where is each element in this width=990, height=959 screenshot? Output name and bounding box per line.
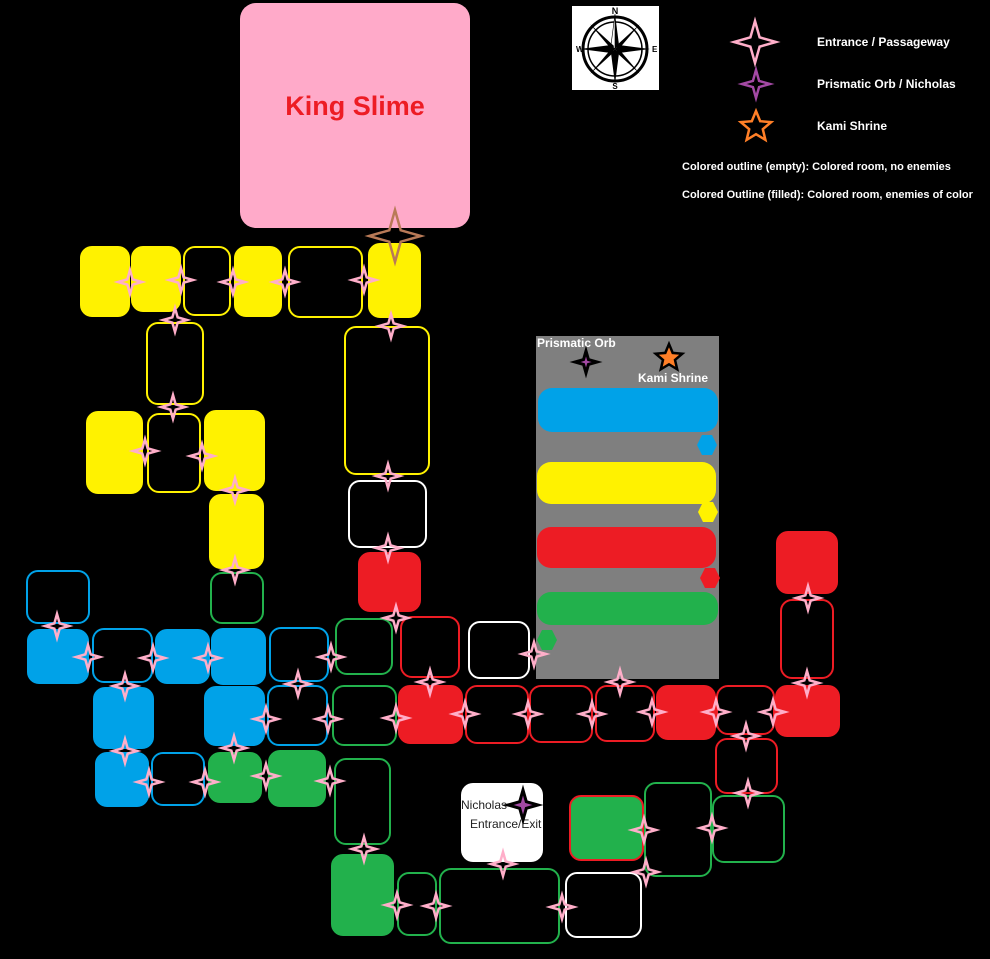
compass-n: N [612,6,619,16]
hexagon-blue-icon [697,435,717,455]
kami-shrine-label: Kami Shrine [638,371,709,385]
prismatic-orb-label: Prismatic Orb [537,336,616,350]
room-yellow-empty[interactable] [147,413,201,493]
room-blue-filled[interactable] [95,752,149,807]
compass-s: S [612,82,618,90]
room-red-filled[interactable] [358,552,421,612]
room-yellow-empty[interactable] [183,246,231,316]
room-red-empty[interactable] [595,685,655,742]
entrance-exit-label: Entrance/Exit [470,817,542,831]
room-blue-empty[interactable] [26,570,90,624]
room-red-empty[interactable] [465,685,529,744]
shrine-bar-green [537,592,718,625]
legend-note-filled: Colored Outline (filled): Colored room, … [682,189,973,201]
shrine-bar-yellow [537,462,716,504]
room-white-empty[interactable] [468,621,530,679]
room-yellow-empty[interactable] [344,326,430,475]
legend-shrine-label: Kami Shrine [817,119,888,133]
room-red-filled[interactable] [569,795,644,861]
room-green-empty[interactable] [397,872,437,936]
room-white-empty[interactable] [565,872,642,938]
room-green-empty[interactable] [334,758,391,845]
boss-label: King Slime [285,91,425,121]
room-green-filled[interactable] [331,854,394,936]
compass-rose-icon: N S W E [572,6,659,91]
room-red-empty[interactable] [715,738,778,794]
room-green-empty[interactable] [335,618,393,675]
room-green-empty[interactable] [644,782,712,877]
room-green-filled[interactable] [268,750,326,807]
room-green-empty[interactable] [712,795,785,863]
room-red-empty[interactable] [400,616,460,678]
room-green-empty[interactable] [439,868,560,944]
room-green-empty[interactable] [210,572,264,624]
hexagon-green-icon [537,630,557,650]
king-slime-boss-room[interactable]: King Slime [240,3,470,228]
legend-note-empty: Colored outline (empty): Colored room, n… [682,161,951,173]
shrine-bar-blue [538,388,718,432]
room-blue-empty[interactable] [151,752,205,806]
room-red-empty[interactable] [780,599,834,679]
compass-w: W [576,45,584,54]
legend-orb-label: Prismatic Orb / Nicholas [817,77,956,91]
hexagon-yellow-icon [698,502,718,522]
legend-entrance-label: Entrance / Passageway [817,35,950,49]
room-blue-empty[interactable] [92,628,153,683]
room-yellow-filled[interactable] [209,494,264,569]
shrine-bar-red [537,527,716,568]
room-white-empty[interactable] [348,480,427,548]
entrance-exit-room[interactable]: Nicholas Entrance/Exit [461,783,543,862]
hexagon-red-icon [700,568,720,588]
room-red-filled[interactable] [776,531,838,594]
room-green-empty[interactable] [332,685,397,746]
room-red-empty[interactable] [529,685,593,743]
room-red-empty[interactable] [716,685,775,735]
nicholas-label: Nicholas [461,798,508,812]
compass-e: E [652,45,658,54]
